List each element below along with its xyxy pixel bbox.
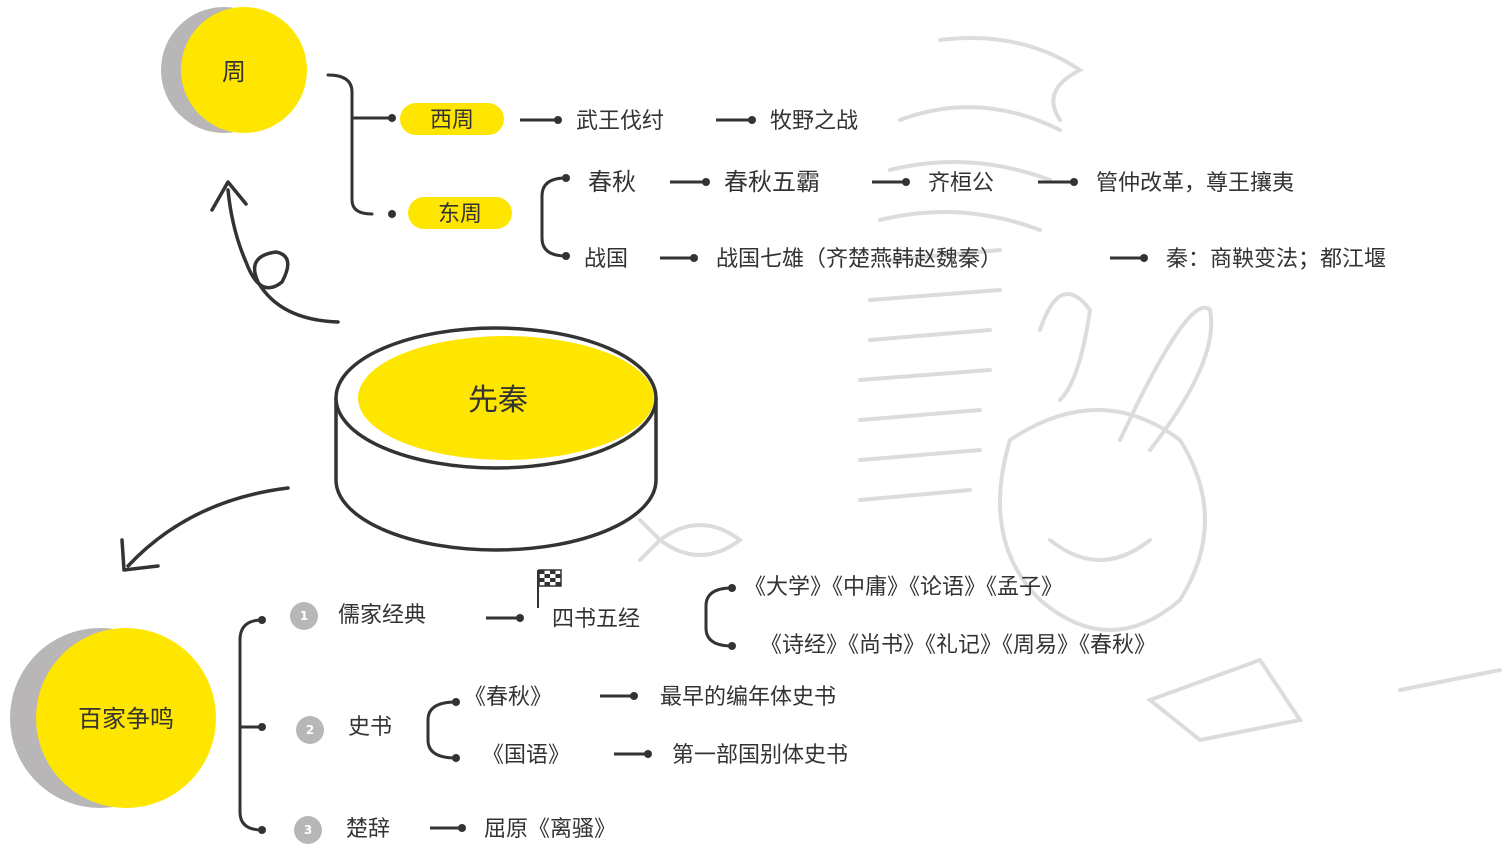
connector-dot	[458, 824, 466, 832]
zhou-label: 周	[222, 58, 246, 86]
connector-dot	[902, 178, 910, 186]
connector-dot	[748, 116, 756, 124]
connector-dot	[388, 210, 396, 218]
zhanguo-2: 战国七雄（齐楚燕韩赵魏秦）	[716, 247, 1002, 272]
east-bracket	[540, 176, 567, 258]
connector-dot	[516, 614, 524, 622]
connector-dot	[690, 254, 698, 262]
connector-dot	[562, 174, 570, 182]
item-2-desc-1: 最早的编年体史书	[660, 685, 836, 710]
chunqiu-2: 春秋五霸	[724, 168, 820, 196]
zhanguo-1: 战国	[584, 247, 628, 272]
baijia-node: 百家争鸣	[10, 628, 216, 808]
item-1-detail-2: 《诗经》《尚书》《礼记》《周易》《春秋》	[760, 633, 1156, 658]
connector-dot	[630, 692, 638, 700]
connector-dot	[452, 698, 460, 706]
watermark-illustration	[638, 36, 1502, 743]
connector-dot	[728, 584, 736, 592]
num-2: 2	[306, 723, 314, 737]
west-event-1: 武王伐纣	[576, 109, 664, 134]
baijia-label: 百家争鸣	[78, 705, 174, 733]
connector-dot	[562, 252, 570, 260]
connector-dot	[728, 642, 736, 650]
item-3-detail: 屈原《离骚》	[484, 817, 616, 842]
item-2-book-2: 《国语》	[482, 743, 570, 768]
item-2-desc-2: 第一部国别体史书	[672, 743, 848, 768]
connector-dot	[1140, 254, 1148, 262]
west-zhou-label: 西周	[430, 108, 474, 133]
zhou-bracket	[326, 73, 374, 216]
checkered-flag-icon	[537, 569, 562, 608]
item-2-book-1: 《春秋》	[464, 685, 552, 710]
item-1-bracket	[704, 586, 733, 648]
connector-dot	[702, 178, 710, 186]
chunqiu-1: 春秋	[588, 168, 636, 196]
arrow-down-left	[126, 486, 290, 568]
baijia-node-circle	[36, 628, 216, 808]
connector-dot	[644, 750, 652, 758]
chunqiu-3: 齐桓公	[928, 171, 994, 196]
item-1-detail-1: 《大学》《中庸》《论语》《孟子》	[744, 575, 1063, 600]
item-2-label: 史书	[348, 715, 392, 740]
east-zhou-label: 东周	[438, 202, 482, 227]
zhou-node-circle	[181, 7, 307, 133]
west-zhou-pill	[400, 103, 504, 135]
connector-dot	[258, 826, 266, 834]
num-badge-1	[290, 602, 318, 630]
zhanguo-3: 秦：商鞅变法；都江堰	[1166, 247, 1386, 272]
drum-top-fill	[358, 336, 654, 460]
connector-dot	[1070, 178, 1078, 186]
num-1: 1	[300, 609, 308, 623]
arrowhead-up	[210, 180, 248, 212]
num-badge-3	[294, 816, 322, 844]
item-1-sub: 四书五经	[552, 607, 640, 632]
num-badge-2	[296, 716, 324, 744]
east-zhou-pill	[408, 197, 512, 229]
zhou-node: 周	[161, 7, 307, 133]
center-label: 先秦	[468, 383, 528, 418]
connector-dot	[452, 754, 460, 762]
connector-dot	[258, 616, 266, 624]
item-1-label: 儒家经典	[338, 603, 426, 628]
item-3-label: 楚辞	[346, 817, 390, 842]
west-event-2: 牧野之战	[770, 109, 858, 134]
item-2-bracket	[426, 700, 457, 760]
num-3: 3	[304, 823, 312, 837]
curly-arrow-up	[226, 188, 340, 324]
connector-dot	[258, 723, 266, 731]
connector-dot	[388, 114, 396, 122]
chunqiu-4: 管仲改革，尊王攘夷	[1096, 171, 1294, 196]
center-node: 先秦	[334, 326, 658, 552]
connector-dot	[554, 116, 562, 124]
arrowhead-down	[120, 538, 160, 572]
